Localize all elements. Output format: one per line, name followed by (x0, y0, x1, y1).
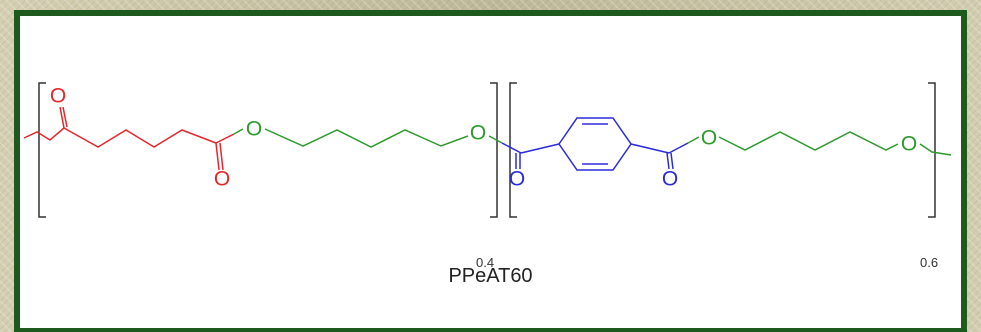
diol-2-end (919, 143, 952, 156)
oxygen-label: O (470, 122, 486, 145)
oxygen-label: O (901, 133, 917, 156)
ketone-bond-1 (59, 106, 65, 129)
ester-bond-2 (219, 142, 224, 171)
diol-segment-1 (233, 128, 503, 148)
ketone-bond-2 (62, 106, 68, 128)
oxygen-label: O (214, 168, 230, 191)
diol-1-end (488, 135, 503, 144)
carbonyl-2-bond-1 (666, 152, 670, 170)
ester-link-blue (501, 142, 522, 154)
ester-link-2 (668, 142, 689, 154)
oxygen-label: O (50, 85, 66, 108)
bracket-1-right (490, 82, 498, 218)
adipate-left-bond (23, 127, 65, 141)
carbonyl-2-bond-2 (670, 152, 674, 170)
ester-bond-1 (215, 142, 220, 171)
ring-link-left (520, 143, 560, 154)
bracket-2-right (928, 82, 936, 218)
figure-frame: O O O O O O O O 0.4 0.6 PPeAT60 (14, 10, 967, 332)
diol-2-chain (718, 131, 899, 151)
atom-labels: O O O O O O O O (50, 85, 917, 191)
adipate-segment (23, 106, 235, 171)
bracket-1-left (38, 82, 46, 218)
ring-link-right (630, 143, 670, 154)
repeat-unit-2-subscript: 0.6 (920, 255, 939, 270)
diol-1-start (233, 128, 244, 135)
adipate-chain (63, 127, 217, 148)
benzene-ring (558, 117, 632, 171)
oxygen-label: O (662, 168, 678, 191)
diol-segment-2 (687, 131, 952, 156)
diol-2-start (687, 136, 700, 144)
ester-link (215, 133, 235, 144)
oxygen-label: O (701, 127, 717, 150)
terephthalate-segment (501, 117, 689, 171)
polymer-name: PPeAT60 (448, 265, 533, 287)
oxygen-label: O (509, 168, 525, 191)
polymer-structure: O O O O O O O O (23, 82, 952, 218)
diol-1-chain (264, 128, 469, 148)
bracket-2-left (509, 82, 517, 218)
repeat-brackets (38, 82, 936, 218)
repeat-unit-1-subscript: 0.4 (476, 255, 495, 270)
oxygen-label: O (246, 118, 262, 141)
